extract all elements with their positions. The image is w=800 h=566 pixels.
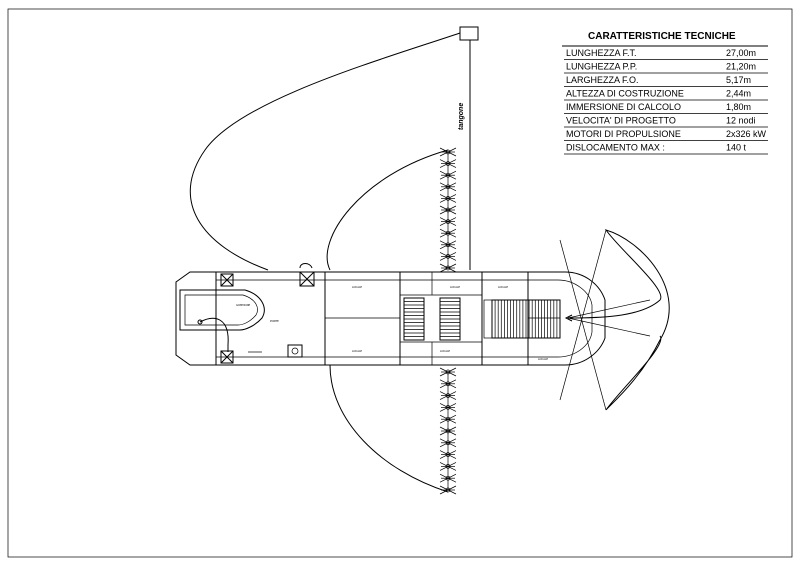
- net-float: [439, 403, 457, 412]
- net-float: [439, 414, 457, 424]
- specs-title: CARATTERISTICHE TECNICHE: [588, 31, 736, 42]
- net-float: [439, 228, 457, 238]
- floats-upper: [439, 147, 457, 273]
- net-float: [439, 426, 457, 436]
- net-float: [439, 367, 457, 377]
- floats-lower: [439, 367, 457, 495]
- hull-outline: [175, 271, 606, 366]
- spec-label: ALTEZZA DI COSTRUZIONE: [566, 89, 684, 99]
- net-arc-upper: [326, 149, 449, 271]
- net-float: [439, 147, 457, 157]
- net-float: [439, 391, 457, 400]
- hatch-box: [483, 299, 493, 339]
- spec-value: 5,17m: [726, 75, 751, 85]
- net-arc-lower: [329, 364, 449, 493]
- room-label-c: LOCALE: [450, 285, 460, 289]
- net-float: [439, 263, 457, 273]
- boom: tangone: [189, 26, 479, 271]
- room-label-a: LOCALE: [352, 285, 362, 289]
- hull-inner: [215, 279, 593, 358]
- spec-label: IMMERSIONE DI CALCOLO: [566, 102, 681, 112]
- hull: GOMMONE PONTE: [175, 263, 606, 366]
- spec-label: LUNGHEZZA F.T.: [566, 48, 637, 58]
- spec-value: 1,80m: [726, 102, 751, 112]
- dinghy-inner: [184, 294, 258, 326]
- deck-winch-top: [299, 271, 315, 287]
- crane-cable: [199, 317, 229, 352]
- room-label-e: LOCALE: [498, 285, 508, 289]
- boom-cable-loop: [189, 32, 461, 271]
- room-label-b: LOCALE: [352, 349, 362, 353]
- spec-label: LARGHEZZA F.O.: [566, 75, 639, 85]
- net-float: [439, 159, 457, 168]
- crane-hook: [299, 263, 313, 269]
- dinghy-outline: [179, 289, 265, 331]
- room-label-f: LOCALE: [538, 357, 548, 361]
- spec-label: DISLOCAMENTO MAX :: [566, 143, 665, 153]
- net-float: [439, 170, 457, 180]
- crane-hook-point: [197, 319, 203, 325]
- spec-value: 21,20m: [726, 62, 756, 72]
- net-float: [439, 240, 457, 250]
- spec-value: 27,00m: [726, 48, 756, 58]
- stairs-c: [491, 299, 561, 339]
- spec-value: 140 t: [726, 143, 747, 153]
- net-float: [439, 473, 457, 483]
- boom-head: [459, 26, 479, 41]
- spec-value: 2x326 kW: [726, 129, 767, 139]
- boom-label: tangone: [458, 103, 465, 130]
- net-float: [439, 485, 457, 495]
- dinghy-label: GOMMONE: [236, 303, 251, 307]
- stern-winch-top: [220, 273, 234, 287]
- drawing-border: [7, 8, 793, 558]
- stairs-a: [403, 297, 425, 341]
- net-float: [439, 194, 457, 203]
- spec-label: VELOCITA' DI PROGETTO: [566, 116, 676, 126]
- net-float: [439, 252, 457, 261]
- deck-label: PONTE: [270, 319, 279, 323]
- net-float: [439, 450, 457, 459]
- bow-lines: [559, 229, 670, 411]
- net-float: [439, 182, 457, 192]
- spec-label: LUNGHEZZA P.P.: [566, 62, 637, 72]
- specs-table: CARATTERISTICHE TECNICHE LUNGHEZZA F.T. 2…: [562, 31, 768, 155]
- spec-value: 12 nodi: [726, 116, 756, 126]
- stairs-b: [439, 297, 461, 341]
- room-label-d: LOCALE: [440, 349, 450, 353]
- net-float: [439, 438, 457, 448]
- spec-label: MOTORI DI PROPULSIONE: [566, 129, 681, 139]
- stern-winch-bottom: [220, 350, 234, 364]
- net-float: [439, 379, 457, 389]
- net-float: [439, 205, 457, 215]
- spec-value: 2,44m: [726, 89, 751, 99]
- net-float: [439, 462, 457, 471]
- net-float: [439, 217, 457, 226]
- deck-fitting-bottom: [248, 344, 303, 358]
